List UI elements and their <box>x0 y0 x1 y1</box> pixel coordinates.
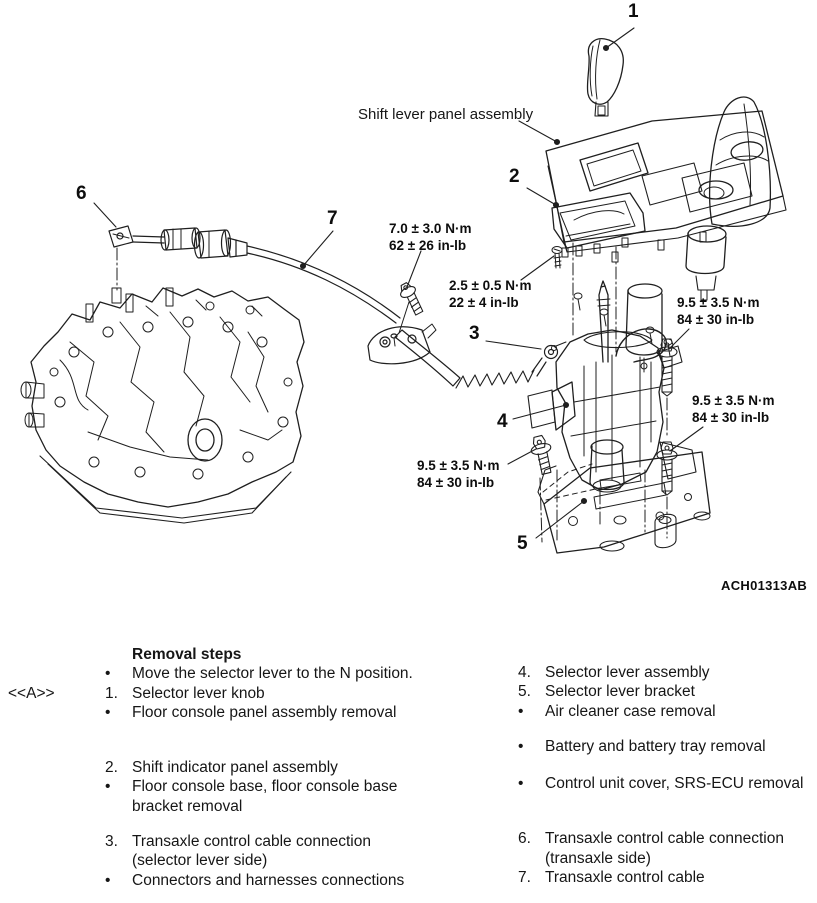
step-text: Control unit cover, SRS-ECU removal <box>545 775 804 793</box>
bolt-95nm-mid-drawing <box>656 441 678 496</box>
step-marker: • <box>518 702 524 720</box>
step-item: 6. Transaxle control cable connection (t… <box>518 829 817 868</box>
step-marker: 4. <box>518 664 531 681</box>
torque-inlb: 62 ± 26 in-lb <box>389 237 467 253</box>
centerlines <box>116 242 668 543</box>
step-text: Transaxle control cable connection (sele… <box>132 833 371 870</box>
torque-inlb: 84 ± 30 in-lb <box>692 409 770 425</box>
step-item: 5. Selector lever bracket <box>518 682 817 701</box>
step-group: 3. Transaxle control cable connection (s… <box>8 832 440 890</box>
step-item: 2. Shift indicator panel assembly <box>8 758 440 777</box>
lever-assembly-drawing <box>527 280 697 493</box>
torque-nm: 9.5 ± 3.5 N·m <box>692 393 775 408</box>
callout-4: 4 <box>497 411 508 432</box>
step-item: • Move the selector lever to the N posit… <box>8 664 440 683</box>
steps-title-row: Removal steps <box>8 645 440 664</box>
panel-assembly-label: Shift lever panel assembly <box>358 106 534 123</box>
step-text: Transaxle control cable connection (tran… <box>545 830 784 867</box>
step-group: 2. Shift indicator panel assembly • Floo… <box>8 758 440 816</box>
step-text: Air cleaner case removal <box>545 702 716 720</box>
step-item: • Connectors and harnesses connections <box>8 871 440 890</box>
torque-nm: 9.5 ± 3.5 N·m <box>677 295 760 310</box>
step-group: 6. Transaxle control cable connection (t… <box>518 829 817 887</box>
step-marker: 7. <box>518 869 531 887</box>
control-cable-drawing <box>108 225 559 389</box>
torque-inlb: 84 ± 30 in-lb <box>417 474 495 490</box>
bracket-drawing <box>537 451 711 554</box>
torque-nm: 2.5 ± 0.5 N·m <box>449 278 532 293</box>
step-marker: 1. <box>105 684 118 702</box>
callout-1: 1 <box>628 1 639 22</box>
step-item: • Floor console base, floor console base… <box>8 777 440 816</box>
torque-label-95nm-top: 9.5 ± 3.5 N·m 84 ± 30 in-lb <box>677 295 759 328</box>
steps-left-column: Removal steps • Move the selector lever … <box>8 645 440 890</box>
torque-label-95nm-left: 9.5 ± 3.5 N·m 84 ± 30 in-lb <box>417 458 499 491</box>
step-item: 7. Transaxle control cable <box>518 868 817 887</box>
step-group: 4. Selector lever assembly 5. Selector l… <box>518 663 817 721</box>
step-text: Selector lever bracket <box>545 683 695 701</box>
step-item: <<A>> 1. Selector lever knob <box>8 684 440 703</box>
torque-label-7nm: 7.0 ± 3.0 N·m 62 ± 26 in-lb <box>389 221 471 254</box>
torque-label-25nm: 2.5 ± 0.5 N·m 22 ± 4 in-lb <box>449 278 531 311</box>
step-item: • Floor console panel assembly removal <box>8 703 440 722</box>
step-text: Floor console panel assembly removal <box>132 703 397 721</box>
torque-inlb: 22 ± 4 in-lb <box>449 294 519 310</box>
step-item: 4. Selector lever assembly <box>518 663 817 682</box>
step-text: Shift indicator panel assembly <box>132 759 338 777</box>
step-marker: • <box>518 737 524 755</box>
callout-2: 2 <box>509 166 520 187</box>
shift-knob-drawing <box>586 38 624 117</box>
figure-code: ACH01313AB <box>721 578 808 593</box>
bolt-95nm-left-drawing <box>530 434 552 476</box>
step-text: Transaxle control cable <box>545 869 705 887</box>
transaxle-drawing <box>20 287 305 524</box>
torque-inlb: 84 ± 30 in-lb <box>677 311 755 327</box>
step-marker: 5. <box>518 683 531 701</box>
shift-panel-drawing <box>545 96 787 373</box>
callout-3: 3 <box>469 323 480 344</box>
step-item: 3. Transaxle control cable connection (s… <box>8 832 440 871</box>
step-text: Floor console base, floor console base b… <box>132 778 398 815</box>
torque-label-95nm-mid: 9.5 ± 3.5 N·m 84 ± 30 in-lb <box>692 393 774 426</box>
step-marker: 2. <box>105 759 118 777</box>
callout-5: 5 <box>517 533 528 554</box>
torque-nm: 9.5 ± 3.5 N·m <box>417 458 500 473</box>
step-marker: • <box>105 871 111 889</box>
step-group: Removal steps • Move the selector lever … <box>8 645 440 722</box>
step-text: Battery and battery tray removal <box>545 737 766 755</box>
step-group: • Battery and battery tray removal <box>518 737 817 756</box>
step-text: Move the selector lever to the N positio… <box>132 665 413 683</box>
exploded-view-figure: Shift lever panel assembly 7.0 ± 3.0 N·m… <box>20 1 808 593</box>
screw-25nm-drawing <box>551 246 563 269</box>
leader-lines <box>93 27 704 539</box>
bolt-7nm-drawing <box>400 282 424 316</box>
step-marker: • <box>105 778 111 796</box>
step-marker: • <box>105 665 111 683</box>
step-item: • Air cleaner case removal <box>518 702 817 721</box>
step-marker: • <box>518 775 524 793</box>
indicator-panel-drawing <box>551 192 646 258</box>
callout-6: 6 <box>76 183 87 204</box>
torque-nm: 7.0 ± 3.0 N·m <box>389 221 472 236</box>
step-item: • Control unit cover, SRS-ECU removal <box>518 774 817 793</box>
step-text: Selector lever assembly <box>545 664 710 681</box>
steps-right-column: 4. Selector lever assembly 5. Selector l… <box>518 663 817 887</box>
step-marker: • <box>105 703 111 721</box>
callout-7: 7 <box>327 208 338 229</box>
step-marker: 6. <box>518 830 531 848</box>
step-group: • Control unit cover, SRS-ECU removal <box>518 774 817 793</box>
step-item: • Battery and battery tray removal <box>518 737 817 756</box>
line-art <box>20 27 787 554</box>
step-side-label: <<A>> <box>8 684 55 702</box>
step-text: Connectors and harnesses connections <box>132 871 405 889</box>
step-text: Selector lever knob <box>132 684 265 702</box>
step-marker: 3. <box>105 833 118 851</box>
steps-title: Removal steps <box>132 646 242 663</box>
